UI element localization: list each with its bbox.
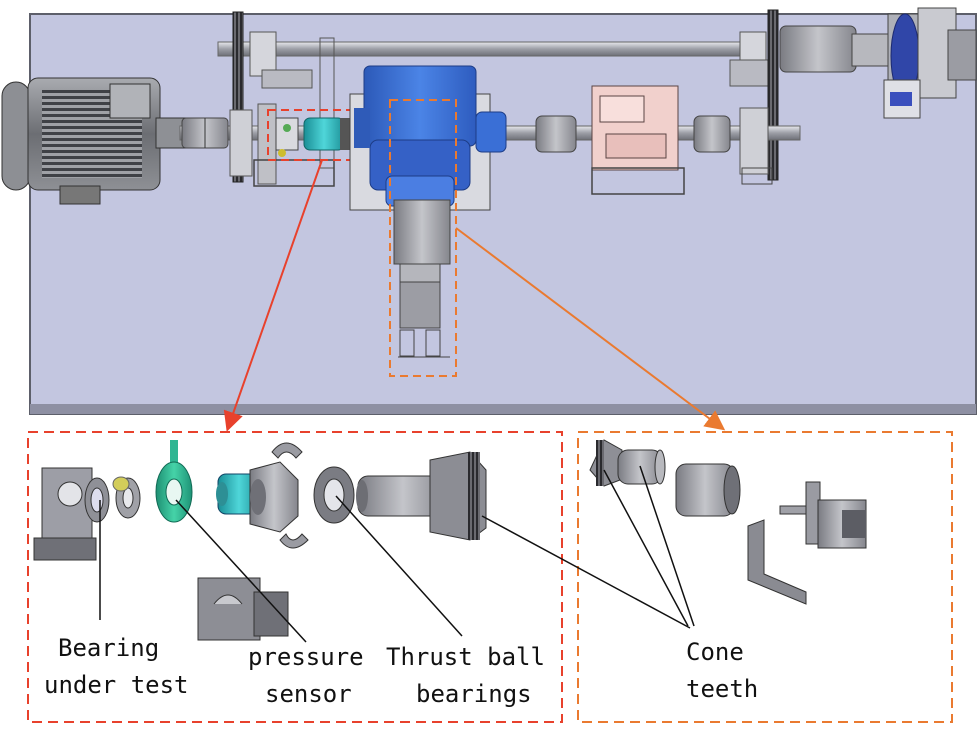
pressure-sensor-part <box>155 440 193 523</box>
thrust-washer-part <box>313 466 355 524</box>
support-block-part <box>197 577 289 641</box>
jaw-coupling-part <box>675 463 741 517</box>
upper-left-bearing-block <box>249 31 335 169</box>
leader-thrust <box>335 495 463 637</box>
leader-cone-left <box>603 469 689 627</box>
cone-gear-part <box>589 439 666 487</box>
exploded-view-frame-red <box>27 431 563 723</box>
label-pressure-line2: sensor <box>265 680 352 708</box>
exploded-parts-left <box>33 440 487 641</box>
electric-motor-icon <box>1 77 187 205</box>
label-cone-line1: Cone <box>686 638 744 666</box>
red-zoom-arrow <box>223 159 323 432</box>
vertical-output-assembly <box>393 199 451 358</box>
lower-clamp-half <box>279 533 309 549</box>
l-bracket-part <box>747 519 807 605</box>
label-bearing-line1: Bearing <box>58 634 159 662</box>
upper-clamp-half <box>271 442 303 459</box>
upper-shaft <box>217 41 759 57</box>
leader-pressure <box>175 499 307 643</box>
exploded-view-frame-orange <box>577 431 953 723</box>
label-bearing-line2: under test <box>44 671 189 699</box>
leader-cone-right <box>639 465 695 627</box>
sprocket-icon <box>232 11 244 183</box>
right-lower-bearing <box>739 107 773 185</box>
coupling-icon <box>181 117 229 149</box>
servo-motor-part <box>779 481 867 549</box>
orange-zoom-marker <box>389 99 457 377</box>
bench-plate <box>29 13 977 415</box>
hex-nut-part <box>249 461 299 533</box>
pillow-block-part <box>33 467 97 561</box>
brake-unit <box>779 7 977 119</box>
coupling-icon <box>693 115 731 153</box>
bearing-under-test-part <box>84 476 141 523</box>
test-bench-assembly <box>1 7 977 415</box>
bench-plate-edge <box>30 404 976 414</box>
orange-zoom-arrow <box>455 227 726 431</box>
bevel-gear-shaft-part <box>356 451 487 541</box>
support-bearing-housing <box>591 85 685 195</box>
label-thrust-line2: bearings <box>416 680 532 708</box>
coupling-icon <box>535 115 577 153</box>
label-pressure-line1: pressure <box>248 643 364 671</box>
leader-cone-gear <box>481 515 691 629</box>
bevel-gearbox-icon <box>349 65 507 211</box>
label-cone-line2: teeth <box>686 675 758 703</box>
label-thrust-line1: Thrust ball <box>386 643 545 671</box>
sprocket-icon <box>767 9 779 181</box>
